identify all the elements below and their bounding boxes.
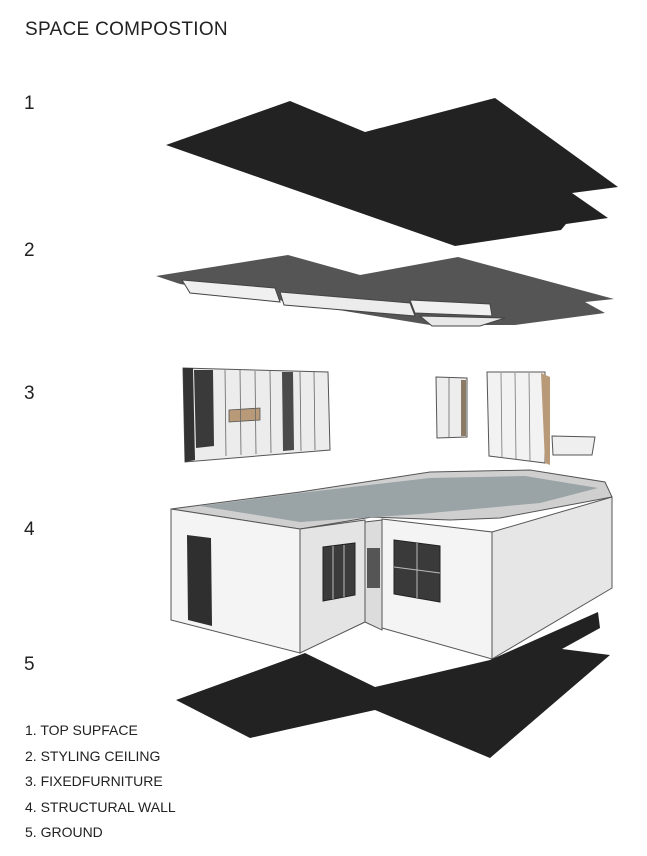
ground-slab (176, 612, 610, 758)
low-bench (551, 435, 596, 456)
layer-number-4: 4 (24, 519, 35, 540)
ceiling-drop-box-left (181, 279, 281, 303)
legend-item-styling-ceiling: 2. STYLING CEILING (25, 747, 161, 764)
layer-number-2: 2 (24, 240, 35, 261)
layer-number-1: 1 (24, 93, 35, 114)
small-cabinet (435, 376, 468, 439)
page-title: SPACE COMPOSTION (25, 19, 228, 40)
wardrobe-dark-niche-2 (282, 372, 294, 451)
wall-right-side (491, 496, 613, 660)
doorway (187, 535, 212, 626)
legend-item-structural-wall: 4. STRUCTURAL WALL (25, 798, 176, 815)
wardrobe-accent-shelf (228, 407, 261, 423)
ground-layer (176, 612, 610, 758)
top-surface-slab (166, 98, 618, 246)
ceiling-drop-box-front (418, 315, 506, 327)
window-left (322, 542, 356, 602)
ceiling-plane (156, 255, 614, 325)
wardrobe-dark-niche (194, 370, 214, 448)
connector-opening (367, 548, 380, 588)
layer-number-3: 3 (24, 383, 35, 404)
legend-list: 1. TOP SUPFACE 2. STYLING CEILING 3. FIX… (25, 720, 176, 848)
legend-item-ground: 5. GROUND (25, 824, 103, 840)
interior-floor (200, 476, 598, 522)
structural-wall-layer (170, 469, 613, 660)
ceiling-drop-box-right (409, 299, 493, 317)
fixed-furniture-layer (182, 367, 596, 465)
layer-number-5: 5 (24, 654, 35, 675)
top-surface-layer (166, 98, 618, 246)
ceiling-drop-box-center (279, 291, 416, 317)
styling-ceiling-layer (156, 255, 614, 327)
legend-item-top-surface: 1. TOP SUPFACE (25, 722, 138, 738)
wardrobe-side-panel (183, 368, 195, 462)
legend-item-fixed-furniture: 3. FIXEDFURNITURE (25, 773, 163, 789)
